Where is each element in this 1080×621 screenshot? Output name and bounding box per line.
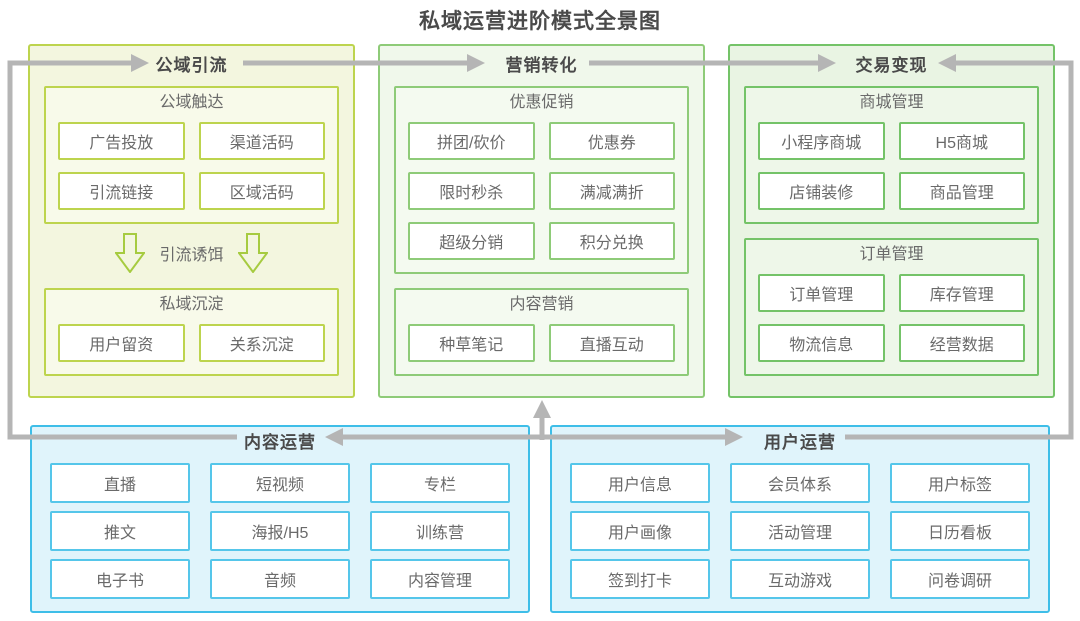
node-ebook: 电子书 xyxy=(50,559,190,599)
node-h5-mall: H5商城 xyxy=(898,122,1025,160)
section-header-content-operations: 内容运营 xyxy=(244,433,316,452)
node-check-in: 签到打卡 xyxy=(570,559,710,599)
group-header-content-marketing: 内容营销 xyxy=(509,296,574,313)
node-full-reduction-discount: 满减满折 xyxy=(548,172,675,210)
section-user-operations: 用户运营 用户信息 会员体系 用户标签 用户画像 活动管理 日历看板 签到打卡 … xyxy=(550,425,1050,613)
node-group-buy-bargain: 拼团/砍价 xyxy=(408,122,535,160)
node-content-management: 内容管理 xyxy=(370,559,510,599)
content-operations-grid: 直播 短视频 专栏 推文 海报/H5 训练营 电子书 音频 内容管理 xyxy=(50,463,510,599)
down-arrow-icon xyxy=(115,233,146,273)
node-activity-management: 活动管理 xyxy=(730,511,870,551)
node-seeding-notes: 种草笔记 xyxy=(408,324,535,362)
node-order-management: 订单管理 xyxy=(758,274,885,312)
group-promotions: 优惠促销 拼团/砍价 优惠券 限时秒杀 满减满折 超级分销 积分兑换 xyxy=(394,86,689,274)
group-order-management: 订单管理 订单管理 库存管理 物流信息 经营数据 xyxy=(744,238,1039,376)
stage-header-public-domain-traffic: 公域引流 xyxy=(155,55,228,75)
node-user-info-capture: 用户留资 xyxy=(58,324,185,362)
node-survey: 问卷调研 xyxy=(890,559,1030,599)
traffic-bait-label: 引流诱饵 xyxy=(159,247,224,264)
stage-transaction-monetization: 交易变现 商城管理 小程序商城 H5商城 店铺装修 商品管理 订单管理 订单管理… xyxy=(728,44,1055,398)
group-header-order-management: 订单管理 xyxy=(859,246,924,263)
group-header-private-retention: 私域沉淀 xyxy=(159,296,224,313)
content-marketing-grid: 种草笔记 直播互动 xyxy=(408,324,675,362)
node-region-live-qr: 区域活码 xyxy=(198,172,325,210)
node-product-management: 商品管理 xyxy=(898,172,1025,210)
stage-header-transaction-monetization: 交易变现 xyxy=(855,55,928,75)
node-business-data: 经营数据 xyxy=(898,324,1025,362)
group-public-reach: 公域触达 广告投放 渠道活码 引流链接 区域活码 xyxy=(44,86,339,224)
node-user-portrait: 用户画像 xyxy=(570,511,710,551)
node-super-distribution: 超级分销 xyxy=(408,222,535,260)
group-private-retention: 私域沉淀 用户留资 关系沉淀 xyxy=(44,288,339,376)
section-content-operations: 内容运营 直播 短视频 专栏 推文 海报/H5 训练营 电子书 音频 内容管理 xyxy=(30,425,530,613)
order-management-grid: 订单管理 库存管理 物流信息 经营数据 xyxy=(758,274,1025,362)
node-live-interaction: 直播互动 xyxy=(548,324,675,362)
node-inventory-management: 库存管理 xyxy=(898,274,1025,312)
node-live-stream: 直播 xyxy=(50,463,190,503)
page-title: 私域运营进阶模式全景图 xyxy=(419,10,661,33)
node-ad-placement: 广告投放 xyxy=(58,122,185,160)
group-header-mall-management: 商城管理 xyxy=(859,94,924,111)
node-user-info: 用户信息 xyxy=(570,463,710,503)
stage-public-domain-traffic: 公域引流 公域触达 广告投放 渠道活码 引流链接 区域活码 引流诱饵 私域沉淀 … xyxy=(28,44,355,398)
group-header-promotions: 优惠促销 xyxy=(509,94,574,111)
node-channel-live-qr: 渠道活码 xyxy=(198,122,325,160)
node-relation-retention: 关系沉淀 xyxy=(198,324,325,362)
private-retention-grid: 用户留资 关系沉淀 xyxy=(58,324,325,362)
node-calendar-board: 日历看板 xyxy=(890,511,1030,551)
node-poster-h5: 海报/H5 xyxy=(210,511,350,551)
down-arrow-icon xyxy=(237,233,268,273)
node-traffic-link: 引流链接 xyxy=(58,172,185,210)
group-content-marketing: 内容营销 种草笔记 直播互动 xyxy=(394,288,689,376)
mall-management-grid: 小程序商城 H5商城 店铺装修 商品管理 xyxy=(758,122,1025,210)
group-mall-management: 商城管理 小程序商城 H5商城 店铺装修 商品管理 xyxy=(744,86,1039,224)
node-points-redemption: 积分兑换 xyxy=(548,222,675,260)
stage-header-marketing-conversion: 营销转化 xyxy=(505,55,578,75)
promotions-grid: 拼团/砍价 优惠券 限时秒杀 满减满折 超级分销 积分兑换 xyxy=(408,122,675,260)
user-operations-grid: 用户信息 会员体系 用户标签 用户画像 活动管理 日历看板 签到打卡 互动游戏 … xyxy=(570,463,1030,599)
node-audio: 音频 xyxy=(210,559,350,599)
section-header-user-operations: 用户运营 xyxy=(764,433,836,452)
arrowhead-up-into-stage2 xyxy=(533,400,551,418)
stage-marketing-conversion: 营销转化 优惠促销 拼团/砍价 优惠券 限时秒杀 满减满折 超级分销 积分兑换 … xyxy=(378,44,705,398)
node-tweet-article: 推文 xyxy=(50,511,190,551)
node-interactive-games: 互动游戏 xyxy=(730,559,870,599)
node-user-tags: 用户标签 xyxy=(890,463,1030,503)
node-short-video: 短视频 xyxy=(210,463,350,503)
node-logistics-info: 物流信息 xyxy=(758,324,885,362)
node-coupon: 优惠券 xyxy=(548,122,675,160)
group-header-public-reach: 公域触达 xyxy=(159,94,224,111)
node-column: 专栏 xyxy=(370,463,510,503)
node-shop-decoration: 店铺装修 xyxy=(758,172,885,210)
public-reach-grid: 广告投放 渠道活码 引流链接 区域活码 xyxy=(58,122,325,210)
node-training-camp: 训练营 xyxy=(370,511,510,551)
node-membership-system: 会员体系 xyxy=(730,463,870,503)
node-flash-sale: 限时秒杀 xyxy=(408,172,535,210)
node-mini-program-mall: 小程序商城 xyxy=(758,122,885,160)
traffic-bait-row: 引流诱饵 xyxy=(30,224,353,282)
